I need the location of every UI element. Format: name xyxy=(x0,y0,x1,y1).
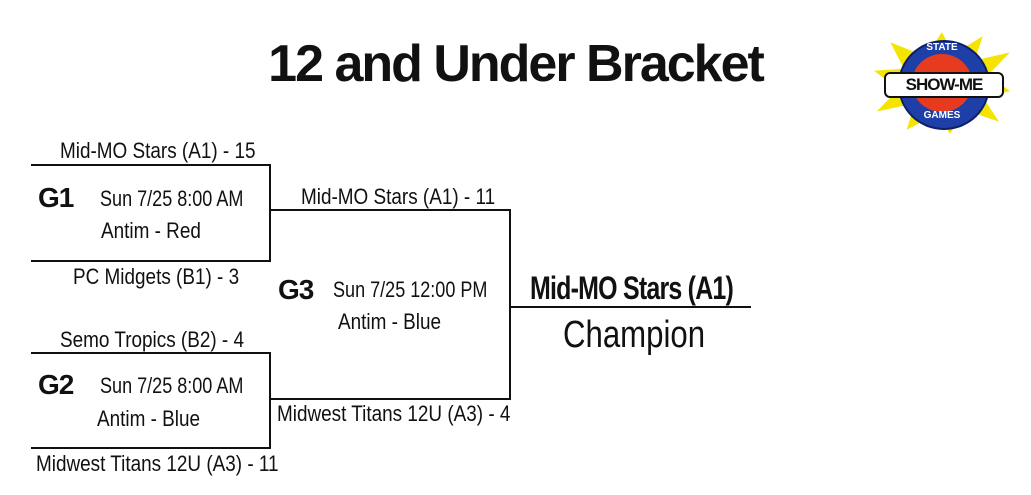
champion-line xyxy=(511,306,751,308)
g1-bottom-line xyxy=(31,260,271,262)
g3-game-code: G3 xyxy=(278,274,314,305)
logo-bottom-text: GAMES xyxy=(923,110,961,121)
champion-label: Champion xyxy=(563,314,706,356)
g1-game-code: G1 xyxy=(38,182,74,213)
g2-field: Antim - Blue xyxy=(97,406,201,431)
g3-connector xyxy=(509,209,511,400)
g1-team-top: Mid-MO Stars (A1) - 15 xyxy=(60,138,256,163)
show-me-state-games-logo: STATE SHOW-ME GAMES xyxy=(874,32,1010,134)
g1-top-line xyxy=(31,164,271,166)
g1-field: Antim - Red xyxy=(101,218,201,243)
g2-team-bottom: Midwest Titans 12U (A3) - 11 xyxy=(36,451,279,476)
g1-datetime: Sun 7/25 8:00 AM xyxy=(100,186,244,211)
g2-connector xyxy=(269,352,271,449)
g2-bottom-line xyxy=(31,447,271,449)
g3-team-bottom: Midwest Titans 12U (A3) - 4 xyxy=(277,401,511,426)
g2-team-top: Semo Tropics (B2) - 4 xyxy=(60,327,244,352)
g3-field: Antim - Blue xyxy=(338,309,442,334)
page-title: 12 and Under Bracket xyxy=(268,35,765,93)
g2-top-line xyxy=(31,352,271,354)
champion-name: Mid-MO Stars (A1) xyxy=(530,270,734,306)
g2-datetime: Sun 7/25 8:00 AM xyxy=(100,373,244,398)
g1-team-bottom: PC Midgets (B1) - 3 xyxy=(73,264,240,289)
logo-band-text: SHOW-ME xyxy=(884,72,1004,98)
g1-connector xyxy=(269,164,271,262)
g3-datetime: Sun 7/25 12:00 PM xyxy=(333,277,488,302)
g3-bottom-line xyxy=(271,398,511,400)
g3-top-line xyxy=(271,209,511,211)
g2-game-code: G2 xyxy=(38,369,74,400)
g3-team-top: Mid-MO Stars (A1) - 11 xyxy=(301,184,496,209)
logo-top-text: STATE xyxy=(926,42,958,53)
